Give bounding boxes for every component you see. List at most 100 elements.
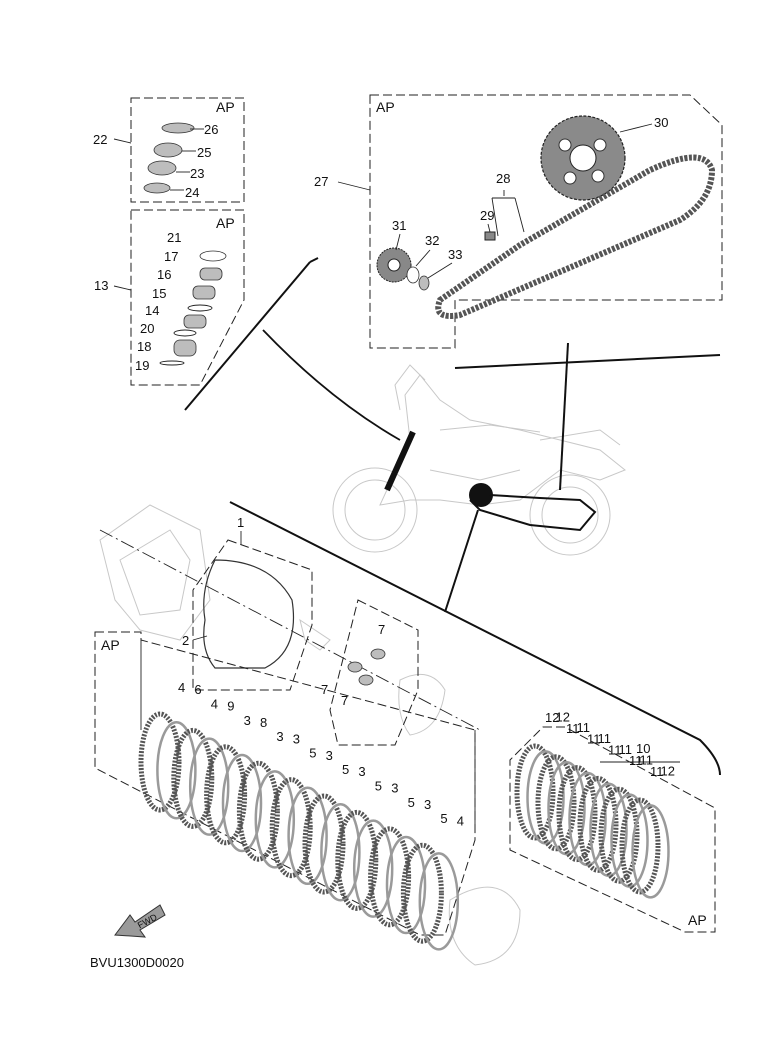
ap-label: AP: [216, 99, 235, 115]
ap-label-5: AP: [688, 912, 707, 928]
part-label-25: 25: [197, 145, 211, 160]
clutch-plate: [156, 720, 197, 820]
part-label-5: 5: [342, 762, 349, 777]
ap-label-4: AP: [101, 637, 120, 653]
drawing-code: BVU1300D0020: [90, 955, 184, 970]
clutch-plate: [320, 802, 361, 902]
part-label-12: 12: [661, 763, 675, 778]
part-label-18: 18: [137, 339, 151, 354]
clutch-plate: [138, 711, 182, 813]
part-label-5: 5: [408, 795, 415, 810]
clutch-plate: [335, 809, 379, 911]
clutch-plate: [610, 793, 649, 888]
part-label-20: 20: [140, 321, 154, 336]
part-label-11: 11: [598, 731, 612, 746]
part-label-3: 3: [326, 748, 333, 763]
part-label-28: 28: [496, 171, 510, 186]
part-label-32: 32: [425, 233, 439, 248]
clutch-plate: [547, 760, 586, 856]
part-label-11: 11: [577, 720, 591, 735]
part-label-15: 15: [152, 286, 166, 301]
clutch-plate: [188, 737, 230, 836]
part-label-8: 8: [260, 715, 267, 730]
clutch-plate: [535, 754, 577, 852]
part-label-7a: 7: [378, 622, 385, 637]
part-label-3: 3: [391, 781, 398, 796]
part-label-3: 3: [293, 731, 300, 746]
clutch-plate: [204, 744, 248, 846]
part-label-21: 21: [167, 230, 181, 245]
part-label-27: 27: [314, 174, 328, 189]
clutch-plate: [418, 852, 460, 951]
part-label-16: 16: [157, 267, 171, 282]
part-label-12: 12: [545, 710, 559, 725]
clutch-plate: [254, 770, 296, 869]
clutch-plate: [171, 727, 215, 829]
part-label-11: 11: [640, 753, 654, 768]
part-label-30: 30: [654, 115, 668, 130]
clutch-plate: [400, 842, 444, 944]
part-label-31: 31: [392, 218, 406, 233]
part-label-11: 11: [619, 742, 633, 757]
part-label-3: 3: [424, 797, 431, 812]
clutch-plate: [526, 750, 565, 845]
motorcycle-illustration: [332, 364, 626, 556]
clutch-plate: [302, 793, 346, 895]
fwd-arrow-icon: FWD: [114, 904, 166, 938]
part-label-17: 17: [164, 249, 178, 264]
part-label-19: 19: [135, 358, 149, 373]
clutch-plate: [568, 771, 607, 867]
ap-label-2: AP: [216, 215, 235, 231]
part-label-9: 9: [227, 699, 234, 714]
part-label-2: 2: [182, 633, 189, 648]
part-label-26: 26: [204, 122, 218, 137]
part-label-11: 11: [650, 764, 664, 779]
part-label-29: 29: [480, 208, 494, 223]
part-label-24: 24: [185, 185, 199, 200]
part-label-14: 14: [145, 303, 159, 318]
part-label-11: 11: [566, 721, 580, 736]
clutch-plate: [589, 782, 628, 878]
clutch-plate: [352, 819, 394, 918]
clutch-plate: [598, 786, 640, 884]
part-label-22: 22: [93, 132, 107, 147]
part-label-11: 11: [587, 732, 601, 747]
part-label-5: 5: [440, 811, 447, 826]
part-label-4: 4: [178, 680, 185, 695]
part-label-7b: 7: [321, 682, 328, 697]
part-label-5: 5: [375, 778, 382, 793]
part-label-23: 23: [190, 166, 204, 181]
cover-gasket-box: 1 2: [182, 515, 313, 691]
part-label-1: 1: [237, 515, 244, 530]
clutch-plate: [221, 753, 263, 853]
clutch-plate: [236, 760, 280, 862]
part-label-3: 3: [276, 729, 283, 744]
part-label-11: 11: [629, 753, 643, 768]
part-label-6: 6: [194, 682, 201, 697]
clutch-marker: [384, 430, 416, 492]
kit-box-27: AP 30 28 29 31 32 33 27: [314, 94, 723, 349]
kit-box-22: AP 26 25 23 24 22: [93, 97, 245, 203]
chain-path-marker: [469, 494, 597, 532]
part-label-7c: 7: [341, 693, 348, 708]
clutch-plate: [385, 835, 427, 935]
clutch-plate: [269, 777, 313, 879]
clutch-plate: [368, 826, 412, 928]
spring-box-7: 7 7 7: [321, 599, 419, 746]
part-label-10: 10: [636, 741, 650, 756]
part-label-3: 3: [358, 764, 365, 779]
part-label-4: 4: [457, 813, 464, 828]
clutch-plate: [631, 804, 670, 899]
clutch-plate: [514, 743, 556, 841]
clutch-plate: [619, 797, 661, 895]
part-label-33: 33: [448, 247, 462, 262]
drive-marker: [469, 483, 493, 507]
kit-box-13: AP 21 17 16 15 14 20 18 19 13: [94, 209, 245, 386]
part-label-11: 11: [608, 742, 622, 757]
part-label-13: 13: [94, 278, 108, 293]
part-label-3: 3: [244, 713, 251, 728]
ap-label-3: AP: [376, 99, 395, 115]
clutch-plate: [556, 765, 598, 863]
